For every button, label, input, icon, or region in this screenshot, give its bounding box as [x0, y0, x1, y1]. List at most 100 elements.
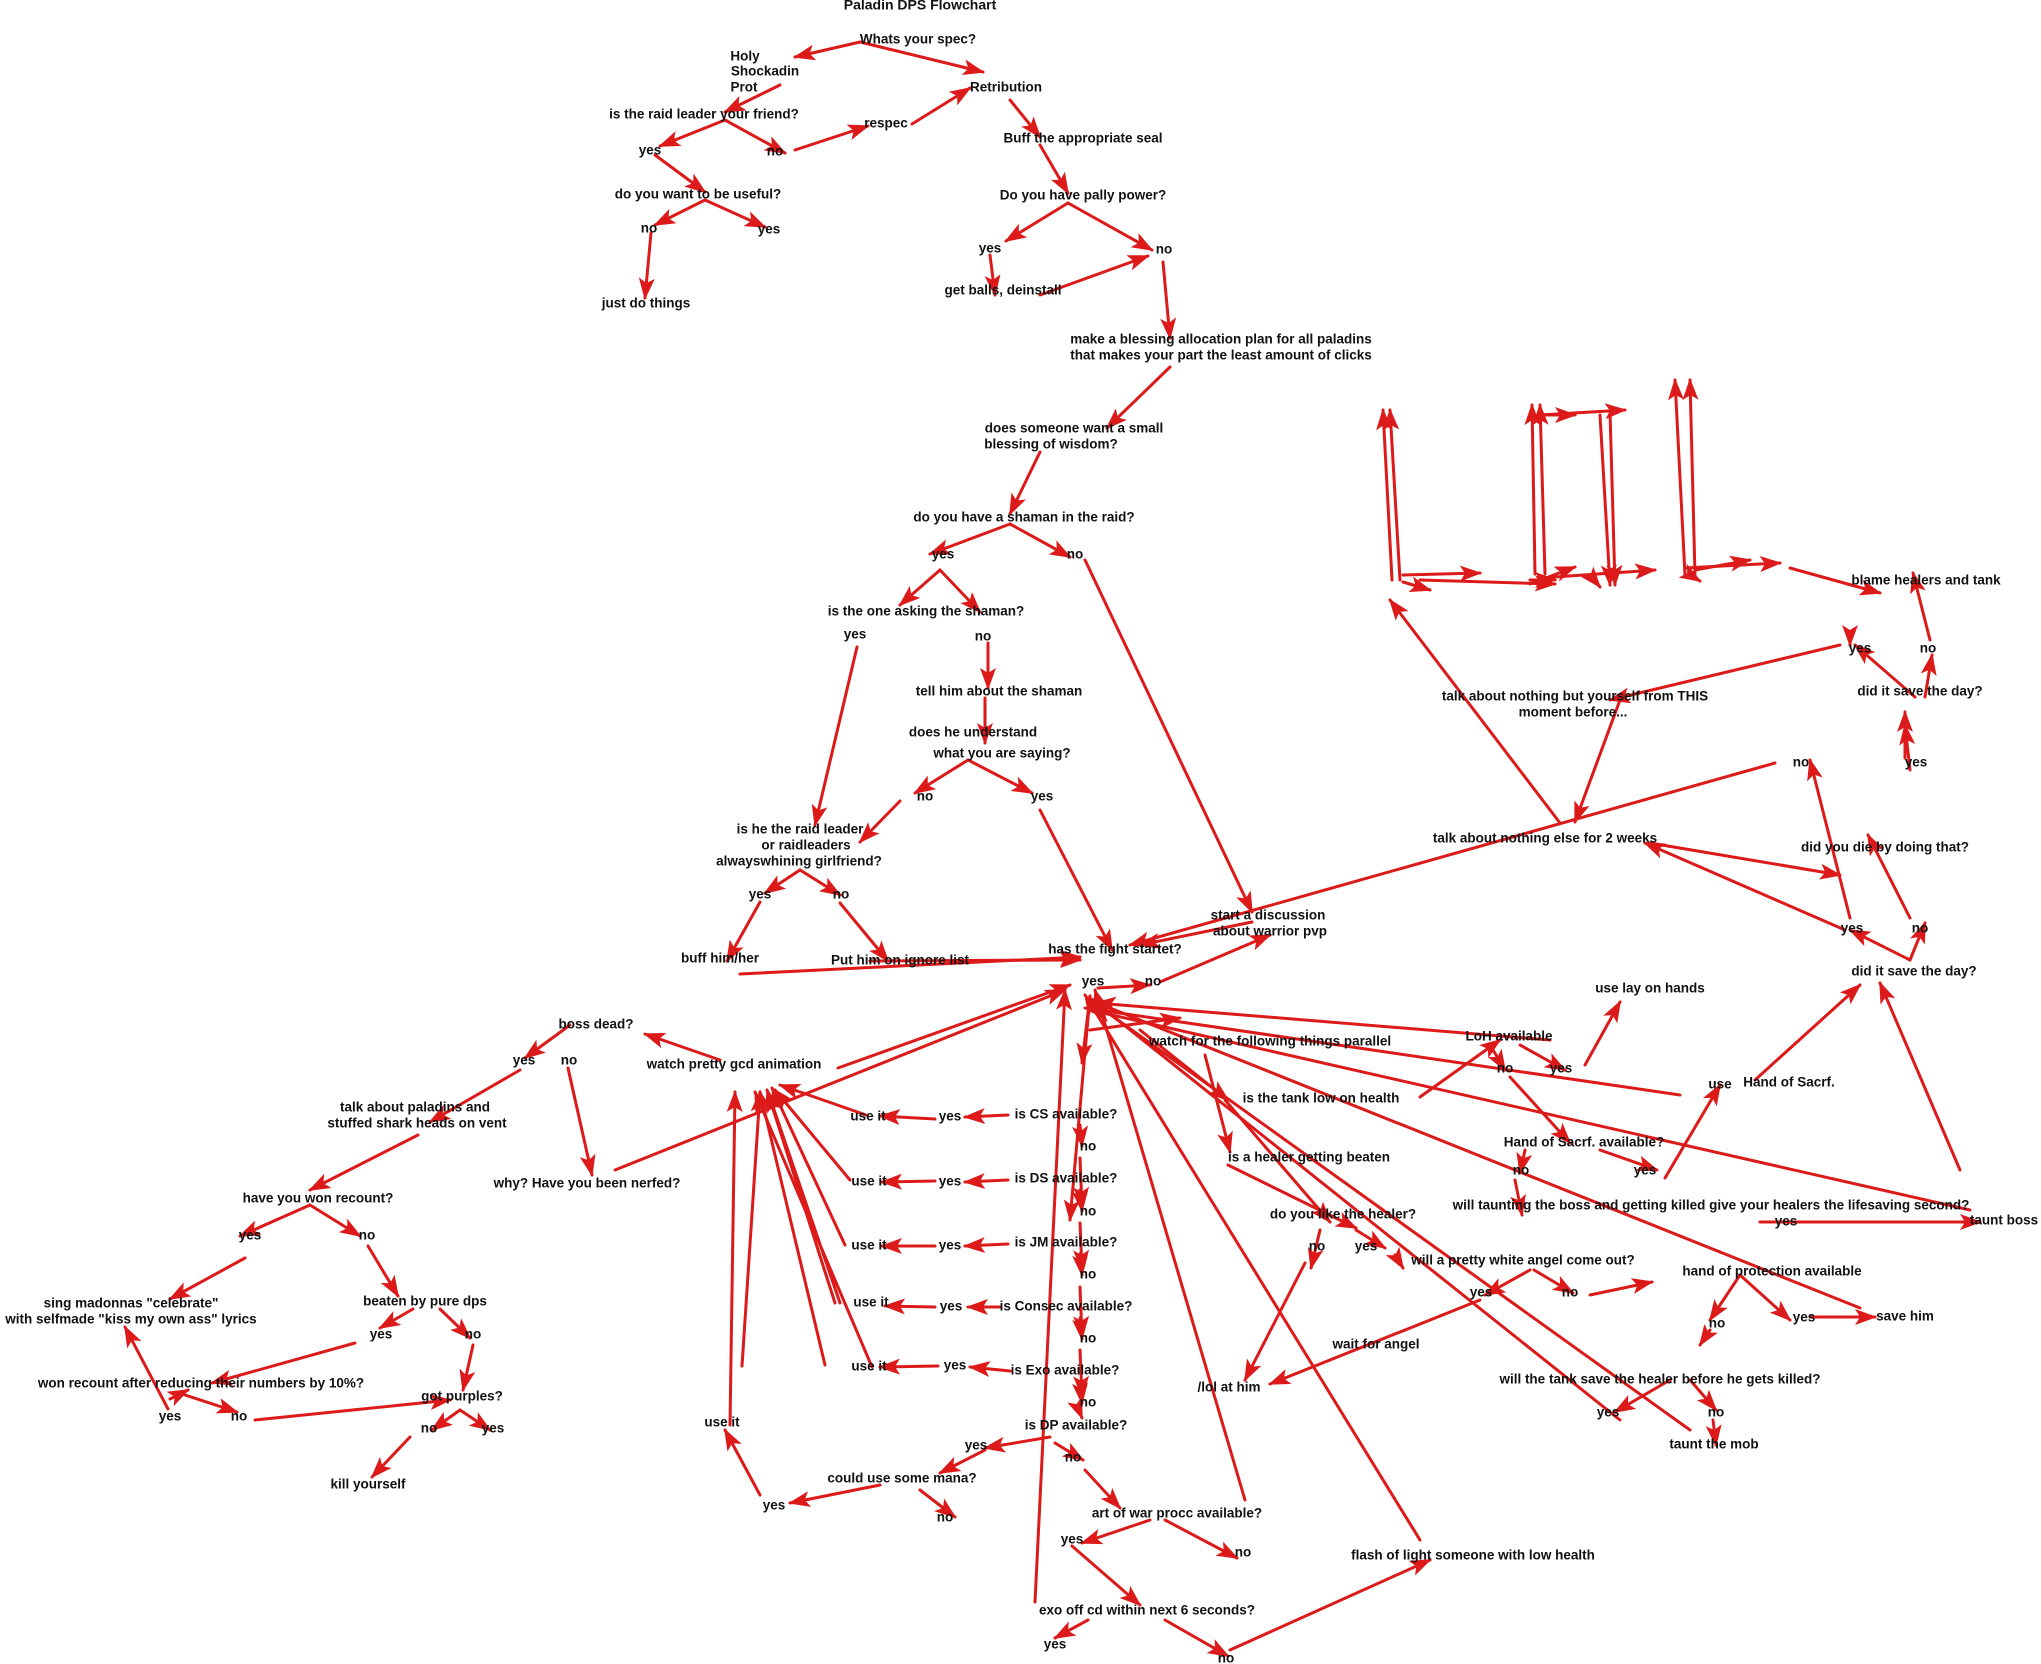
flow-arrow-162 — [1128, 761, 1777, 948]
flow-arrow-135 — [1518, 1043, 1567, 1072]
flow-arrow-132 — [1088, 998, 1862, 1310]
flow-arrow-34 — [725, 900, 762, 963]
node-warrior-pvp-line2: about warrior pvp — [1213, 924, 1327, 939]
flow-arrow-6 — [910, 86, 972, 126]
flow-arrow-71 — [963, 1173, 1010, 1190]
node-hop-yes: yes — [1793, 1310, 1816, 1325]
flow-arrow-184 — [1693, 555, 1752, 572]
node-taunt-question: will taunting the boss and getting kille… — [1452, 1198, 1970, 1213]
flow-arrow-69 — [878, 1358, 940, 1375]
flow-arrow-27 — [966, 758, 1034, 795]
flow-arrow-65 — [878, 1109, 937, 1126]
flow-arrow-122 — [1268, 1298, 1482, 1386]
node-tank-low: is the tank low on health — [1243, 1091, 1400, 1106]
flow-arrow-166 — [1376, 408, 1394, 582]
node-use-ds: use it — [851, 1174, 887, 1189]
node-tank-save-healer: will the tank save the healer before he … — [1498, 1372, 1820, 1387]
node-pure-dps-yes: yes — [370, 1327, 393, 1342]
node-shockadin: Shockadin — [731, 64, 799, 79]
flow-arrow-5 — [793, 124, 870, 152]
flow-arrow-17 — [1160, 260, 1177, 340]
flow-arrow-16 — [1038, 254, 1150, 297]
flow-arrow-57 — [459, 1343, 476, 1392]
flow-arrow-163 — [1388, 598, 1562, 825]
node-gf-no: no — [833, 887, 850, 902]
node-use-hos: use — [1708, 1077, 1732, 1092]
node-rl-gf-line3: alwayswhining girlfriend? — [716, 854, 882, 869]
node-cs-yes: yes — [939, 1109, 962, 1124]
node-boss-no: no — [561, 1053, 578, 1068]
node-want-useful: do you want to be useful? — [615, 187, 782, 202]
node-useful-yes: yes — [758, 222, 781, 237]
flow-arrow-116 — [1354, 1228, 1387, 1250]
flow-arrow-106 — [778, 1083, 868, 1117]
node-pp-yes: yes — [979, 241, 1002, 256]
flow-arrow-151 — [1866, 833, 1912, 920]
node-just-do-things: just do things — [601, 296, 691, 311]
flow-arrow-150 — [1807, 758, 1852, 920]
node-pure-dps-no: no — [465, 1327, 482, 1342]
flow-arrow-8 — [653, 198, 707, 227]
node-save-day-2: did it save the day? — [1857, 684, 1982, 699]
flow-arrow-180 — [1682, 378, 1699, 577]
node-angel-no: no — [1562, 1285, 1579, 1300]
flow-arrow-100 — [1083, 993, 1422, 1542]
flow-arrow-13 — [1004, 201, 1070, 243]
flow-arrow-157 — [1910, 571, 1932, 642]
flow-arrow-46 — [566, 1066, 596, 1177]
node-rl-gf-line2: or raidleaders — [761, 838, 850, 853]
flow-arrow-1 — [858, 40, 985, 76]
node-blessing-plan-line1: make a blessing allocation plan for all … — [1070, 332, 1372, 347]
node-aow-yes: yes — [1061, 1532, 1084, 1547]
node-lol-at-him: /lol at him — [1197, 1380, 1260, 1395]
flow-arrow-161 — [1648, 841, 1842, 880]
node-asking-shaman: is the one asking the shaman? — [828, 604, 1025, 619]
flow-arrow-31 — [1083, 558, 1254, 914]
node-shark-line1: talk about paladins and — [340, 1100, 490, 1115]
flow-arrow-130 — [1088, 998, 1692, 1432]
flow-arrow-63 — [458, 1408, 492, 1432]
node-buff-seal: Buff the appropriate seal — [1003, 131, 1162, 146]
flow-arrow-97 — [1228, 1558, 1432, 1652]
flow-arrow-39 — [1158, 933, 1272, 984]
node-hop-available: hand of protection available — [1682, 1264, 1862, 1279]
node-use-mana: could use some mana? — [827, 1471, 976, 1486]
flow-arrow-181 — [1668, 378, 1687, 577]
flow-arrow-85 — [983, 1435, 1052, 1453]
flow-arrow-119 — [1483, 1268, 1532, 1297]
node-consec-no: no — [1080, 1331, 1097, 1346]
flow-arrow-143 — [1510, 1178, 1526, 1217]
node-taunt-mob: taunt the mob — [1669, 1437, 1758, 1452]
flow-arrow-148 — [1848, 928, 1912, 962]
node-whats-your-spec: Whats your spec? — [860, 32, 976, 47]
node-watch-parallel: watch for the following things parallel — [1148, 1034, 1391, 1049]
flow-arrow-51 — [308, 1203, 362, 1238]
flow-arrow-77 — [1072, 1188, 1089, 1213]
flow-arrow-140 — [1516, 1148, 1533, 1175]
flow-arrow-54 — [378, 1307, 415, 1330]
flow-arrow-18 — [1105, 365, 1172, 430]
node-purples-yes: yes — [482, 1421, 505, 1436]
node-blessing-plan-line2: that makes your part the least amount of… — [1070, 348, 1372, 363]
node-like-no: no — [1309, 1239, 1326, 1254]
flow-arrow-62 — [430, 1408, 462, 1432]
node-consec-available: is Consec available? — [1000, 1299, 1133, 1314]
flow-arrow-137 — [1094, 996, 1552, 1042]
node-understand-line1: does he understand — [909, 725, 1037, 740]
flow-arrow-158 — [1608, 643, 1842, 704]
node-cs-no: no — [1080, 1139, 1097, 1154]
node-healer-beaten: is a healer getting beaten — [1228, 1150, 1390, 1165]
node-buff-him: buff him/her — [681, 951, 760, 966]
node-shark-line2: stuffed shark heads on vent — [327, 1116, 507, 1131]
flow-arrow-168 — [1401, 576, 1432, 592]
flow-arrow-142 — [1663, 1083, 1722, 1180]
flow-arrow-117 — [1385, 1246, 1405, 1270]
flow-arrow-4 — [723, 118, 787, 155]
node-flash-of-light: flash of light someone with low health — [1351, 1548, 1595, 1563]
flow-arrow-164 — [1788, 566, 1882, 596]
flow-arrow-23 — [938, 568, 982, 614]
node-madonna-line1: sing madonnas "celebrate" — [44, 1296, 219, 1311]
flow-arrow-20 — [928, 522, 1012, 556]
node-rl-no: no — [767, 144, 784, 159]
node-use-exo: use it — [851, 1359, 887, 1374]
